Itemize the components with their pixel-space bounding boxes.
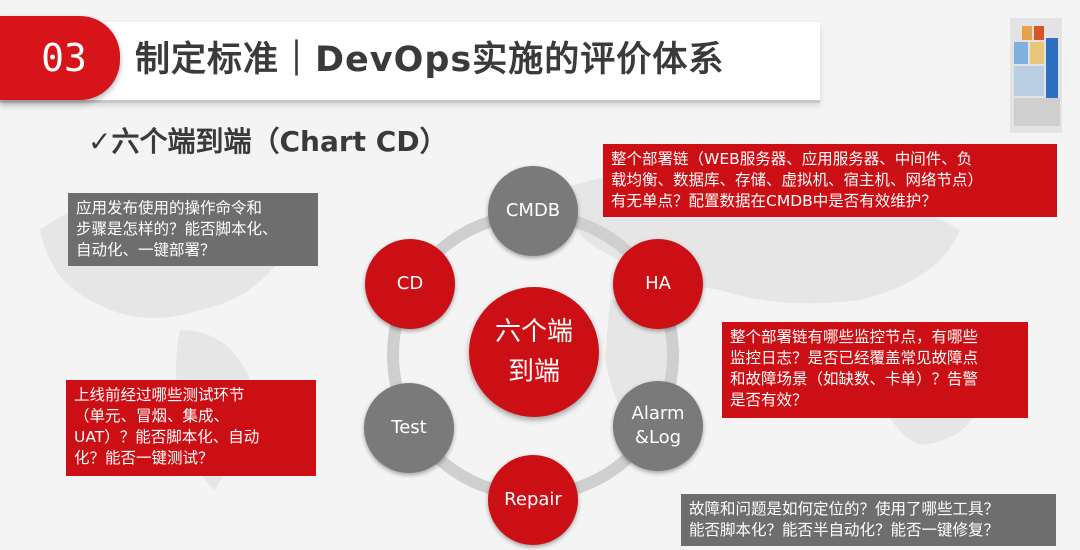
node-cd: CD	[365, 239, 455, 329]
cmdb-description-box: 整个部署链（WEB服务器、应用服务器、中间件、负 载均衡、数据库、存储、虚拟机、…	[603, 144, 1057, 217]
node-cmdb-label: CMDB	[505, 200, 561, 221]
node-cd-label: CD	[396, 273, 424, 294]
repair-description-line: 能否脚本化？能否半自动化？能否一键修复？	[689, 521, 1000, 539]
center-node-line: 六个端	[494, 317, 573, 347]
header-bar	[0, 22, 820, 103]
node-alarm-label: Alarm	[631, 403, 685, 424]
node-alarm-log: Alarm &Log	[613, 381, 703, 471]
center-node-line: 到端	[507, 357, 560, 387]
node-ha: HA	[613, 239, 703, 329]
section-subtitle: ✓六个端到端（Chart CD）	[88, 125, 448, 158]
cd-description-box: 应用发布使用的操作命令和 步骤是怎样的？能否脚本化、 自动化、一键部署？	[68, 193, 318, 266]
node-repair: Repair	[488, 455, 578, 545]
test-description-line: 上线前经过哪些测试环节	[74, 386, 245, 404]
node-test-label: Test	[391, 417, 427, 438]
cmdb-description-line: 有无单点？配置数据在CMDB中是否有效维护？	[611, 192, 937, 210]
cd-description-line: 步骤是怎样的？能否脚本化、	[76, 220, 278, 238]
cmdb-description-line: 整个部署链（WEB服务器、应用服务器、中间件、负	[611, 150, 973, 168]
node-repair-label: Repair	[504, 489, 562, 510]
alarm-description-line: 整个部署链有哪些监控节点，有哪些	[730, 328, 979, 346]
test-description-line: 化？能否一键测试？	[74, 449, 214, 467]
node-cmdb: CMDB	[488, 166, 578, 256]
page-title: 制定标准｜DevOps实施的评价体系	[135, 40, 725, 80]
repair-description-line: 故障和问题是如何定位的？使用了哪些工具？	[689, 500, 1000, 518]
center-node: 六个端 到端	[469, 287, 599, 417]
node-ha-label: HA	[645, 273, 671, 294]
six-end-to-end-diagram: 六个端 到端 CMDB HA Alarm &Log Repair Test CD	[355, 166, 715, 550]
section-number-badge: 03	[0, 16, 120, 100]
alarm-description-box: 整个部署链有哪些监控节点，有哪些 监控日志？是否已经覆盖常见故障点 和故障场景（…	[722, 322, 1028, 418]
test-description-box: 上线前经过哪些测试环节 （单元、冒烟、集成、 UAT）？能否脚本化、自动 化？能…	[66, 380, 316, 476]
repair-description-box: 故障和问题是如何定位的？使用了哪些工具？ 能否脚本化？能否半自动化？能否一键修复…	[681, 494, 1056, 546]
alarm-description-line: 监控日志？是否已经覆盖常见故障点	[730, 349, 979, 367]
node-test: Test	[364, 383, 454, 473]
cmdb-description-line: 载均衡、数据库、存储、虚拟机、宿主机、网络节点）	[611, 171, 984, 189]
test-description-line: （单元、冒烟、集成、	[74, 407, 230, 425]
node-log-label: &Log	[634, 427, 682, 448]
cd-description-line: 应用发布使用的操作命令和	[76, 199, 263, 217]
cd-description-line: 自动化、一键部署？	[76, 241, 216, 259]
test-description-line: UAT）？能否脚本化、自动	[74, 428, 260, 446]
alarm-description-line: 是否有效？	[730, 391, 808, 409]
company-logo	[1010, 18, 1062, 133]
alarm-description-line: 和故障场景（如缺数、卡单）？告警	[730, 370, 979, 388]
